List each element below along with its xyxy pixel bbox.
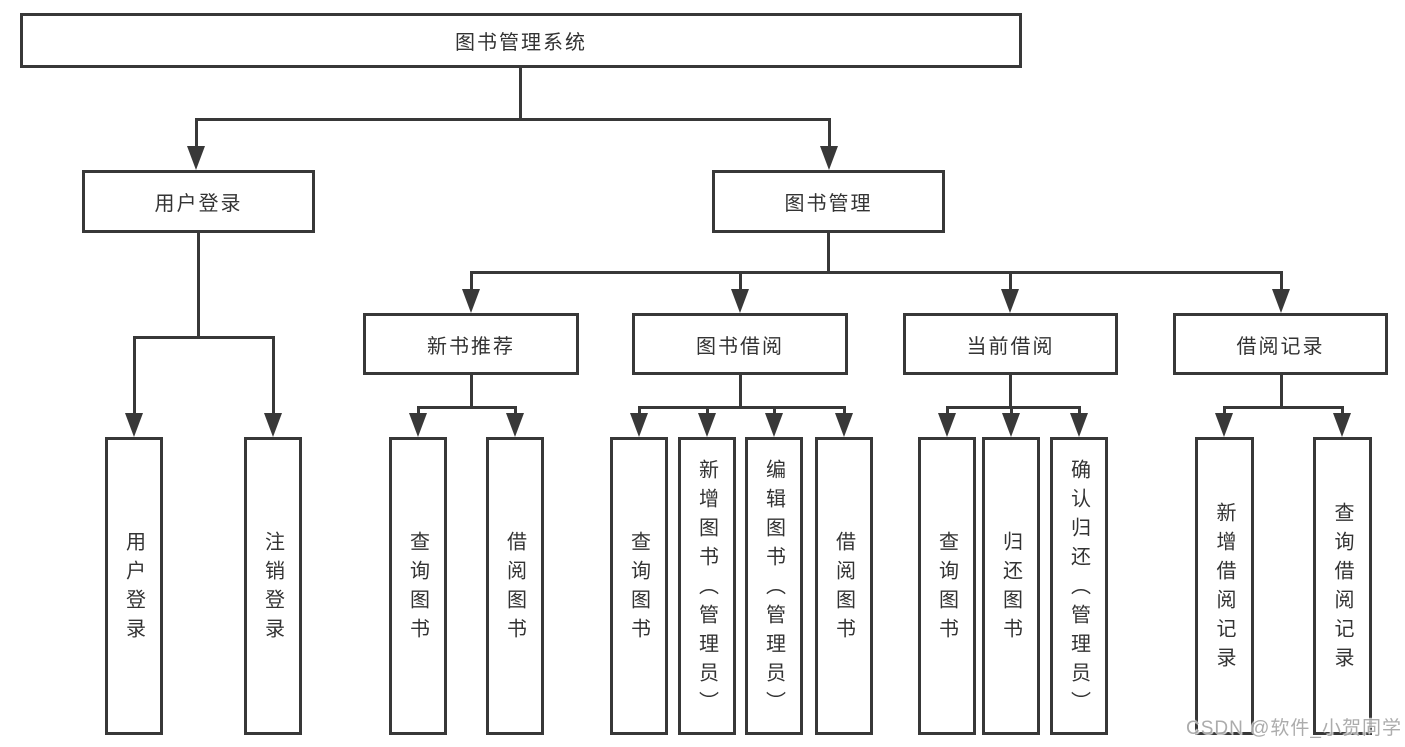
arrowhead [125, 413, 143, 437]
node-query-books-borrowing: 查询图书 [610, 437, 668, 735]
node-borrowing-records: 借阅记录 [1173, 313, 1388, 375]
connector-line [1223, 406, 1343, 409]
connector-line [519, 68, 522, 118]
connector-line [827, 233, 830, 271]
arrowhead [835, 413, 853, 437]
arrowhead [1001, 289, 1019, 313]
connector-line [638, 406, 845, 409]
connector-line [773, 406, 776, 415]
arrowhead [1070, 413, 1088, 437]
node-return-books: 归还图书 [982, 437, 1040, 735]
connector-line [739, 271, 742, 291]
connector-line [739, 375, 742, 406]
csdn-watermark: CSDN @软件_小贺同学 [1186, 718, 1402, 739]
arrowhead [264, 413, 282, 437]
arrowhead [462, 289, 480, 313]
node-user-login-module: 用户登录 [82, 170, 315, 233]
connector-line [828, 118, 831, 148]
node-query-books-recommend: 查询图书 [389, 437, 447, 735]
connector-line [417, 406, 420, 415]
connector-line [195, 118, 198, 148]
connector-line [197, 233, 200, 336]
arrowhead [506, 413, 524, 437]
node-library-management-system: 图书管理系统 [20, 13, 1022, 68]
node-add-book-admin: 新增图书（管理员） [678, 437, 736, 735]
node-user-login: 用户登录 [105, 437, 163, 735]
node-book-management-module: 图书管理 [712, 170, 945, 233]
connector-line [946, 406, 1080, 409]
arrowhead [1002, 413, 1020, 437]
connector-line [1009, 375, 1012, 406]
connector-line [133, 336, 136, 415]
node-add-borrow-record: 新增借阅记录 [1195, 437, 1254, 735]
arrowhead [630, 413, 648, 437]
arrowhead [698, 413, 716, 437]
node-current-borrowing: 当前借阅 [903, 313, 1118, 375]
connector-line [638, 406, 641, 415]
connector-line [1009, 271, 1012, 291]
connector-line [417, 406, 516, 409]
node-new-book-recommendation: 新书推荐 [363, 313, 579, 375]
node-query-borrow-record: 查询借阅记录 [1313, 437, 1372, 735]
connector-line [706, 406, 709, 415]
connector-line [514, 406, 517, 415]
node-borrow-books-recommend: 借阅图书 [486, 437, 544, 735]
arrowhead [187, 146, 205, 170]
node-edit-book-admin: 编辑图书（管理员） [745, 437, 803, 735]
connector-line [470, 271, 473, 291]
arrowhead [820, 146, 838, 170]
connector-line [1280, 375, 1283, 406]
arrowhead [409, 413, 427, 437]
connector-line [1078, 406, 1081, 415]
arrowhead [1333, 413, 1351, 437]
connector-line [946, 406, 949, 415]
connector-line [272, 336, 275, 415]
connector-line [470, 271, 1282, 274]
node-logout: 注销登录 [244, 437, 302, 735]
connector-line [1280, 271, 1283, 291]
connector-line [195, 118, 831, 121]
arrowhead [938, 413, 956, 437]
arrowhead [731, 289, 749, 313]
connector-line [1223, 406, 1226, 415]
connector-line [1341, 406, 1344, 415]
node-book-borrowing: 图书借阅 [632, 313, 848, 375]
node-borrow-books: 借阅图书 [815, 437, 873, 735]
connector-line [133, 336, 275, 339]
arrowhead [1215, 413, 1233, 437]
arrowhead [1272, 289, 1290, 313]
connector-line [1010, 406, 1013, 415]
connector-line [470, 375, 473, 406]
connector-line [843, 406, 846, 415]
node-confirm-return-admin: 确认归还（管理员） [1050, 437, 1108, 735]
node-query-books-current: 查询图书 [918, 437, 976, 735]
arrowhead [765, 413, 783, 437]
